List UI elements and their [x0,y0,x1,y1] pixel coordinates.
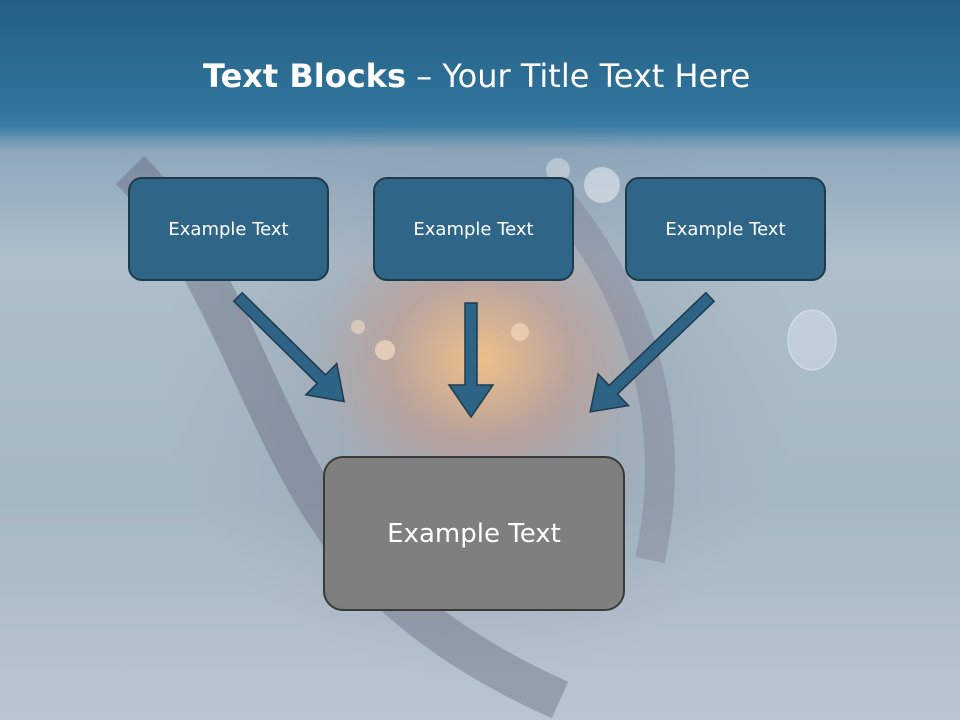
title-bold: Text Blocks [203,57,406,95]
text-block-1-label: Example Text [168,218,289,240]
slide-title: Text Blocks – Your Title Text Here [203,52,903,102]
text-block-3-label: Example Text [665,218,786,240]
center-block-label: Example Text [387,518,561,549]
text-block-2-label: Example Text [413,218,534,240]
text-block-1[interactable]: Example Text [128,177,329,281]
title-rest: – Your Title Text Here [406,57,751,95]
text-block-3[interactable]: Example Text [625,177,826,281]
center-block[interactable]: Example Text [323,456,625,611]
arrow-left [232,291,346,403]
arrow-right [589,291,716,413]
arrow-middle [447,302,495,419]
text-block-2[interactable]: Example Text [373,177,574,281]
title-bar [0,0,960,138]
